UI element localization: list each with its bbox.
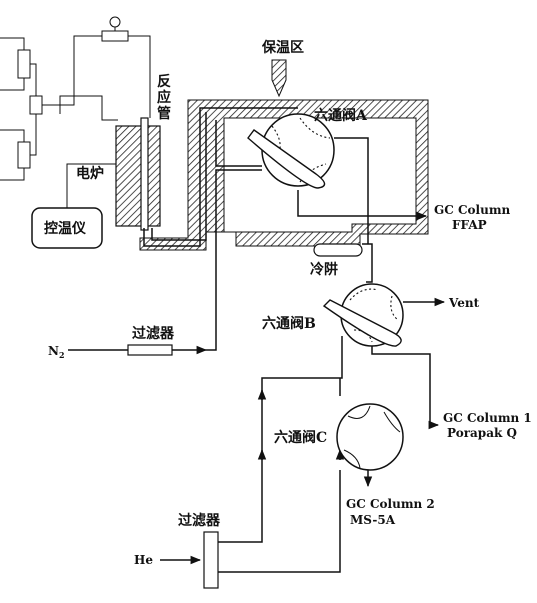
six-port-valve-b — [322, 283, 404, 347]
furnace-label: 电炉 — [76, 165, 104, 182]
filter-he — [203, 531, 219, 589]
reactor-tube-char-1: 反 — [157, 73, 171, 90]
gc-column-ffap-label-1: GC Column — [434, 203, 511, 217]
thermocouple-resistor — [101, 30, 129, 42]
cold-trap-label: 冷阱 — [310, 261, 338, 278]
insulation-zone-hatch — [139, 99, 429, 251]
filter-n2-label: 过滤器 — [132, 325, 175, 342]
valve-c-label: 六通阀C — [274, 429, 327, 446]
valve-a-label: 六通阀A — [314, 107, 368, 124]
tubing — [68, 107, 446, 573]
n2-label: N2 — [48, 344, 65, 360]
gc-column-2-packing-label: MS-5A — [350, 513, 396, 527]
reactor-tube-char-3: 管 — [157, 105, 171, 122]
gc-column-ffap-label-2: FFAP — [452, 218, 487, 232]
gc-column-2-label: GC Column 2 — [346, 497, 435, 511]
vent-label: Vent — [448, 296, 480, 310]
filter-he-label: 过滤器 — [178, 512, 221, 529]
temp-controller-label: 控温仪 — [44, 220, 87, 237]
gc-column-1-packing-label: Porapak Q — [447, 426, 517, 440]
filter-n2 — [127, 344, 173, 356]
insulation-pointer — [271, 59, 287, 98]
he-label: He — [134, 553, 153, 567]
reactor-tube-char-2: 应 — [157, 89, 171, 106]
six-port-valve-c — [336, 403, 404, 471]
gc-column-1-label: GC Column 1 — [443, 411, 532, 425]
six-port-valve-a — [247, 113, 335, 189]
valve-b-label: 六通阀B — [262, 315, 316, 332]
insulation-zone — [139, 99, 429, 251]
electric-furnace — [115, 117, 161, 231]
insulation-zone-label: 保温区 — [261, 39, 304, 56]
cold-trap — [313, 243, 363, 257]
furnace-body — [115, 125, 161, 227]
electric-circuit — [0, 16, 151, 208]
reactor-tube — [140, 117, 149, 231]
